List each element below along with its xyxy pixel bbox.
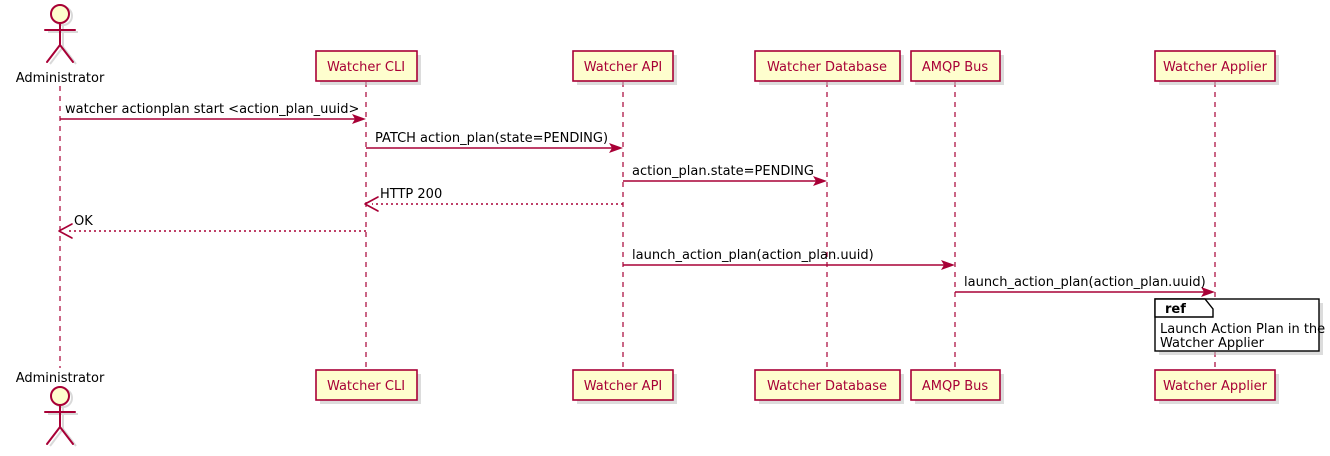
participant-label-watcher-cli-top: Watcher CLI (327, 60, 405, 75)
participant-label-amqp-bus-top: AMQP Bus (922, 60, 988, 75)
arrowhead-right-icon (941, 260, 955, 270)
message-label: watcher actionplan start <action_plan_uu… (65, 102, 359, 117)
message-label: launch_action_plan(action_plan.uuid) (964, 275, 1206, 290)
actor-label-administrator-top: Administrator (16, 71, 105, 86)
message-launch-action-plan-to-applier[interactable]: launch_action_plan(action_plan.uuid) (955, 275, 1215, 297)
ref-body-line-1: Launch Action Plan in the (1160, 322, 1325, 337)
arrowhead-left-icon (58, 223, 73, 239)
message-label: HTTP 200 (380, 187, 442, 202)
participant-watcher-database-bottom[interactable]: Watcher Database (754, 369, 904, 404)
participant-amqp-bus-top[interactable]: AMQP Bus (910, 50, 1004, 85)
arrowhead-right-icon (1201, 287, 1215, 297)
participant-label-amqp-bus-bottom: AMQP Bus (922, 379, 988, 394)
message-label: action_plan.state=PENDING (632, 164, 814, 179)
participant-label-watcher-cli-bottom: Watcher CLI (327, 379, 405, 394)
message-ok[interactable]: OK (58, 214, 366, 239)
message-label: OK (74, 214, 93, 229)
arrowhead-left-icon (364, 196, 379, 212)
message-launch-action-plan-to-bus[interactable]: launch_action_plan(action_plan.uuid) (623, 248, 955, 270)
participant-watcher-database-top[interactable]: Watcher Database (754, 50, 904, 85)
participant-watcher-applier-bottom[interactable]: Watcher Applier (1154, 369, 1279, 404)
ref-tab-shape (1154, 298, 1214, 318)
actor-leg-right-icon (59, 426, 74, 445)
participant-label-watcher-api-bottom: Watcher API (584, 379, 663, 394)
actor-head-icon (50, 4, 70, 24)
arrowhead-right-icon (813, 176, 827, 186)
actor-leg-left-icon (46, 44, 61, 63)
participant-watcher-applier-top[interactable]: Watcher Applier (1154, 50, 1279, 85)
message-label: PATCH action_plan(state=PENDING) (375, 131, 608, 146)
actor-label-administrator-bottom: Administrator (16, 371, 105, 386)
ref-fragment-launch-action-plan[interactable]: ref Launch Action Plan in the Watcher Ap… (1154, 298, 1325, 355)
participant-label-watcher-database-bottom: Watcher Database (767, 379, 887, 394)
arrowhead-right-icon (609, 143, 623, 153)
actor-head-icon (50, 386, 70, 406)
participant-label-watcher-applier-top: Watcher Applier (1163, 60, 1268, 75)
message-http-200[interactable]: HTTP 200 (364, 187, 623, 212)
participant-watcher-cli-top[interactable]: Watcher CLI (315, 50, 421, 85)
message-label: launch_action_plan(action_plan.uuid) (632, 248, 874, 263)
participant-label-watcher-api-top: Watcher API (584, 60, 663, 75)
lifelines-layer (59, 82, 1216, 371)
participant-amqp-bus-bottom[interactable]: AMQP Bus (910, 369, 1004, 404)
participant-label-watcher-database-top: Watcher Database (767, 60, 887, 75)
participant-watcher-api-top[interactable]: Watcher API (572, 50, 677, 85)
arrowhead-right-icon (352, 114, 366, 124)
actor-leg-right-icon (59, 44, 74, 63)
message-watcher-actionplan-start[interactable]: watcher actionplan start <action_plan_uu… (60, 102, 366, 124)
actor-administrator-bottom[interactable]: Administrator (16, 371, 105, 447)
participant-watcher-api-bottom[interactable]: Watcher API (572, 369, 677, 404)
participant-label-watcher-applier-bottom: Watcher Applier (1163, 379, 1268, 394)
ref-tab-label: ref (1165, 302, 1186, 317)
message-action-plan-state-pending[interactable]: action_plan.state=PENDING (623, 164, 827, 186)
actor-leg-left-icon (46, 426, 61, 445)
actor-administrator-top[interactable]: Administrator (16, 4, 105, 86)
ref-body-line-2: Watcher Applier (1160, 336, 1265, 351)
participant-watcher-cli-bottom[interactable]: Watcher CLI (315, 369, 421, 404)
message-patch-action-plan[interactable]: PATCH action_plan(state=PENDING) (366, 131, 623, 153)
